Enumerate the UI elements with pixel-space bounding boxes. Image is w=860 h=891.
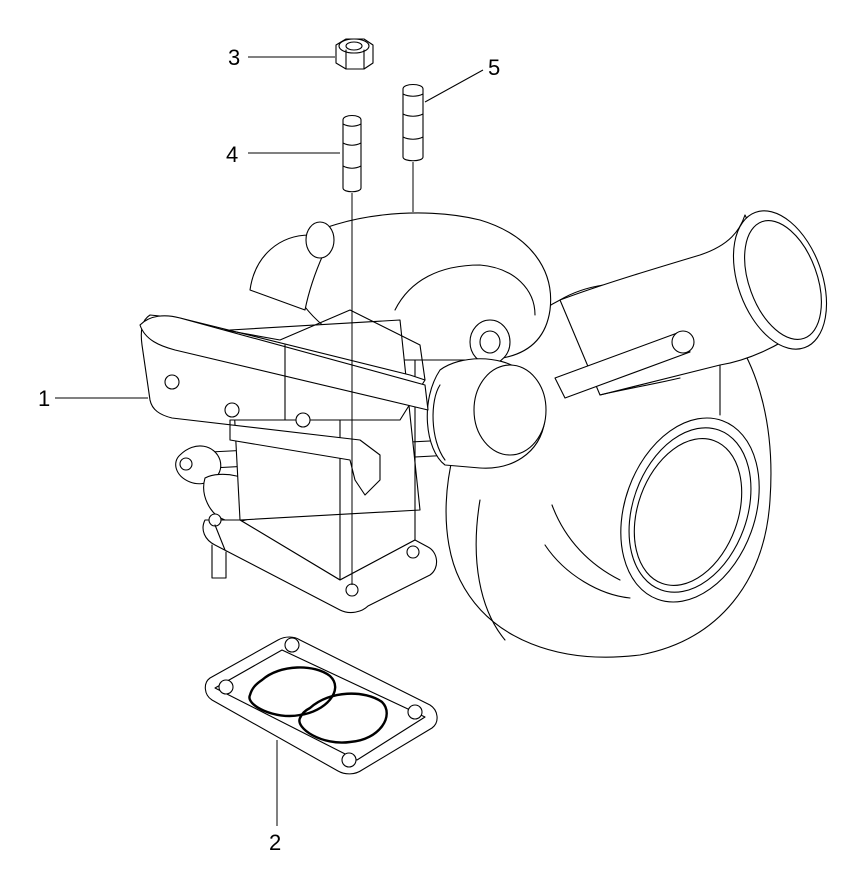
nut <box>335 38 374 70</box>
callout-5: 5 <box>488 55 500 80</box>
callout-4: 4 <box>226 142 238 167</box>
callout-3: 3 <box>228 45 240 70</box>
gasket-port-right <box>298 692 388 744</box>
callout-2: 2 <box>269 830 281 855</box>
compressor-inlet-elbow <box>559 210 828 416</box>
turbine-inlet-flange <box>202 513 438 614</box>
gasket <box>204 636 438 775</box>
bearing-housing <box>426 319 547 469</box>
callout-1: 1 <box>38 386 50 411</box>
stud-long <box>402 83 424 162</box>
mounting-bracket <box>139 309 429 496</box>
stud-short <box>342 114 362 193</box>
leader-line-5 <box>424 69 484 103</box>
gasket-port-left <box>248 666 337 718</box>
